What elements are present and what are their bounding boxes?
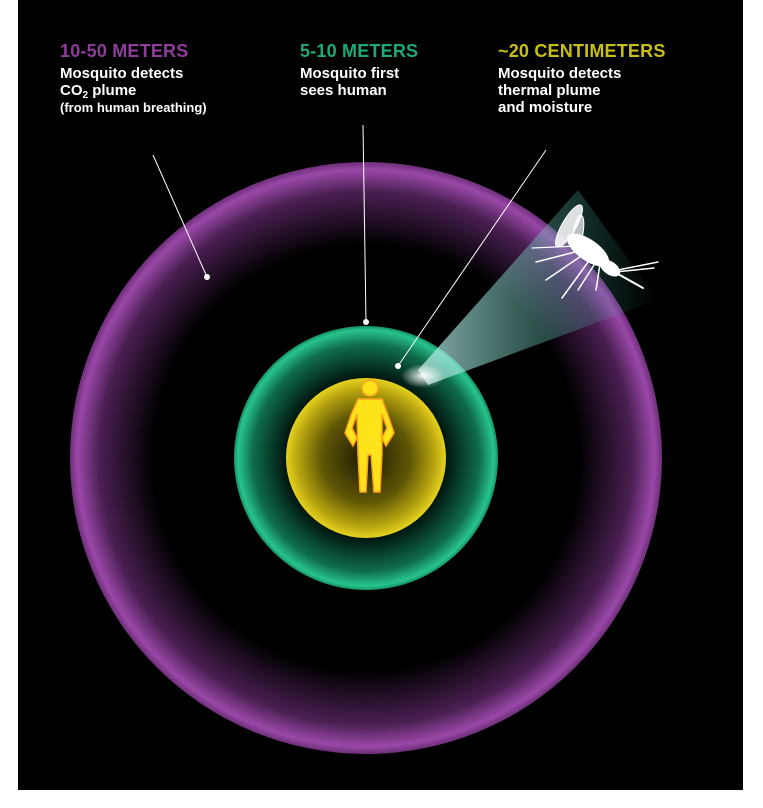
inner-zone-line3: and moisture bbox=[498, 99, 593, 117]
inner-pointer-dot bbox=[395, 363, 401, 369]
sensing-beam bbox=[418, 190, 658, 385]
human-silhouette-icon bbox=[344, 379, 395, 493]
middle-pointer-line bbox=[362, 124, 367, 323]
outer-pointer-dot bbox=[204, 274, 210, 280]
inner-zone-label: ~20 CENTIMETERS Mosquito detects thermal… bbox=[498, 41, 666, 116]
middle-zone-label: 5-10 METERS Mosquito first sees human bbox=[300, 41, 418, 99]
outer-zone-label: 10-50 METERS Mosquito detects CO2 plume … bbox=[60, 41, 207, 116]
co-subscript: 2 bbox=[82, 89, 89, 101]
middle-zone-heading: 5-10 METERS bbox=[300, 41, 419, 61]
outer-pointer-line bbox=[152, 154, 208, 278]
inner-zone-heading: ~20 CENTIMETERS bbox=[498, 41, 666, 61]
inner-zone-line1: Mosquito detects bbox=[498, 64, 622, 82]
middle-zone-line1: Mosquito first bbox=[300, 64, 400, 82]
middle-zone-line2: sees human bbox=[300, 81, 387, 99]
zones-diagram bbox=[70, 124, 662, 754]
outer-zone-heading: 10-50 METERS bbox=[60, 41, 189, 61]
co-text: CO bbox=[60, 81, 83, 99]
mosquito-icon bbox=[531, 204, 659, 299]
diagram-panel: 10-50 METERS Mosquito detects CO2 plume … bbox=[18, 0, 743, 790]
outer-zone-line2: CO2 plume bbox=[60, 82, 207, 102]
beam-glow bbox=[401, 364, 445, 388]
outer-zone-line3: (from human breathing) bbox=[60, 100, 207, 116]
inner-zone-line2: thermal plume bbox=[498, 81, 601, 99]
inner-pointer-line bbox=[397, 149, 547, 367]
plume-text: plume bbox=[88, 81, 137, 99]
middle-pointer-dot bbox=[363, 319, 369, 325]
outer-zone-line1: Mosquito detects bbox=[60, 64, 184, 82]
